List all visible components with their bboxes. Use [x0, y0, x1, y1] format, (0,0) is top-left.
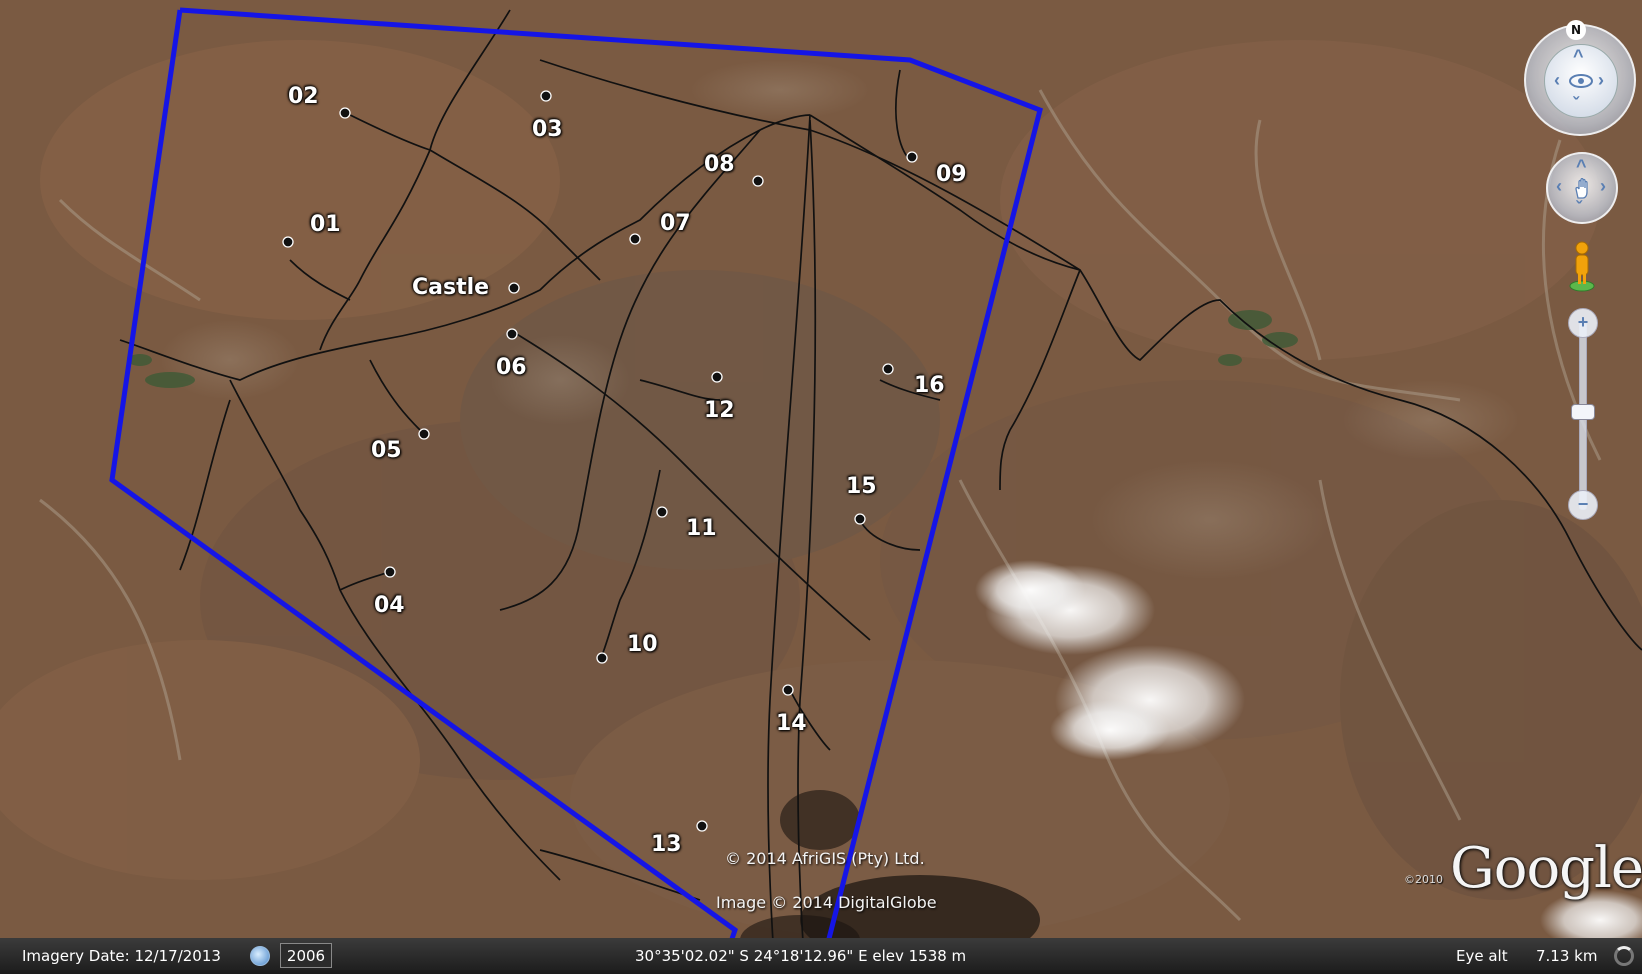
afrigis-copyright: © 2014 AfriGIS (Pty) Ltd. — [725, 849, 925, 868]
digitalglobe-copyright: Image © 2014 DigitalGlobe — [716, 893, 937, 912]
marker-label-castle[interactable]: Castle — [412, 275, 490, 300]
move-control[interactable]: ^ ‹ › ˇ — [1546, 152, 1618, 224]
marker-label-16[interactable]: 16 — [914, 373, 945, 398]
pointer-coordinates: 30°35'02.02" S 24°18'12.96" E elev 1538 … — [635, 947, 967, 965]
historical-imagery-clock-icon[interactable] — [250, 946, 270, 966]
north-indicator[interactable]: N — [1566, 20, 1586, 40]
marker-dot-14[interactable] — [782, 684, 794, 696]
marker-label-15[interactable]: 15 — [846, 474, 877, 499]
marker-label-01[interactable]: 01 — [310, 212, 341, 237]
marker-label-03[interactable]: 03 — [532, 117, 563, 142]
look-up-arrow[interactable]: ^ — [1573, 46, 1584, 66]
marker-dot-12[interactable] — [711, 371, 723, 383]
marker-dot-10[interactable] — [596, 652, 608, 664]
marker-label-12[interactable]: 12 — [704, 398, 735, 423]
look-right-arrow[interactable]: › — [1598, 70, 1604, 90]
marker-label-10[interactable]: 10 — [627, 632, 658, 657]
marker-dot-11[interactable] — [656, 506, 668, 518]
marker-label-08[interactable]: 08 — [704, 152, 735, 177]
marker-label-09[interactable]: 09 — [936, 162, 967, 187]
move-left-arrow[interactable]: ‹ — [1556, 176, 1562, 196]
marker-dot-05[interactable] — [418, 428, 430, 440]
eye-alt-value: 7.13 km — [1536, 947, 1598, 965]
marker-points — [282, 90, 918, 832]
marker-dot-13[interactable] — [696, 820, 708, 832]
marker-label-04[interactable]: 04 — [374, 593, 405, 618]
marker-dot-castle[interactable] — [508, 282, 520, 294]
look-control[interactable]: ^ ‹ › ˇ — [1524, 24, 1636, 136]
marker-dot-04[interactable] — [384, 566, 396, 578]
eye-icon — [1569, 74, 1593, 88]
look-down-arrow[interactable]: ˇ — [1573, 94, 1579, 114]
google-logo: Google — [1450, 836, 1642, 901]
marker-label-11[interactable]: 11 — [686, 516, 717, 541]
marker-label-14[interactable]: 14 — [776, 711, 807, 736]
marker-label-06[interactable]: 06 — [496, 355, 527, 380]
marker-dot-15[interactable] — [854, 513, 866, 525]
marker-label-13[interactable]: 13 — [651, 832, 682, 857]
move-right-arrow[interactable]: › — [1600, 176, 1606, 196]
tracks — [119, 9, 1642, 974]
zoom-out-button[interactable]: − — [1568, 490, 1598, 520]
logo-year: ©2010 — [1404, 873, 1443, 886]
zoom-in-button[interactable]: + — [1568, 308, 1598, 338]
marker-dot-16[interactable] — [882, 363, 894, 375]
marker-label-02[interactable]: 02 — [288, 84, 319, 109]
zoom-slider[interactable]: + − — [1568, 308, 1598, 520]
marker-dot-03[interactable] — [540, 90, 552, 102]
eye-alt-label: Eye alt — [1456, 947, 1508, 965]
hand-icon — [1575, 178, 1588, 199]
marker-dot-06[interactable] — [506, 328, 518, 340]
status-bar: Imagery Date: 12/17/2013 2006 30°35'02.0… — [0, 938, 1642, 974]
marker-dot-07[interactable] — [629, 233, 641, 245]
study-area-boundary — [179, 7, 1043, 974]
move-up-arrow[interactable]: ^ — [1576, 156, 1587, 176]
marker-dot-08[interactable] — [752, 175, 764, 187]
imagery-date: Imagery Date: 12/17/2013 — [22, 947, 221, 965]
marker-label-05[interactable]: 05 — [371, 438, 402, 463]
pegman-icon[interactable] — [1568, 240, 1596, 292]
marker-dot-01[interactable] — [282, 236, 294, 248]
streaming-indicator-icon — [1614, 946, 1634, 966]
marker-dot-02[interactable] — [339, 107, 351, 119]
marker-dot-09[interactable] — [906, 151, 918, 163]
zoom-handle[interactable] — [1571, 404, 1595, 420]
historical-imagery-year-button[interactable]: 2006 — [280, 943, 332, 968]
marker-label-07[interactable]: 07 — [660, 211, 691, 236]
look-left-arrow[interactable]: ‹ — [1554, 70, 1560, 90]
move-down-arrow[interactable]: ˇ — [1576, 198, 1582, 218]
